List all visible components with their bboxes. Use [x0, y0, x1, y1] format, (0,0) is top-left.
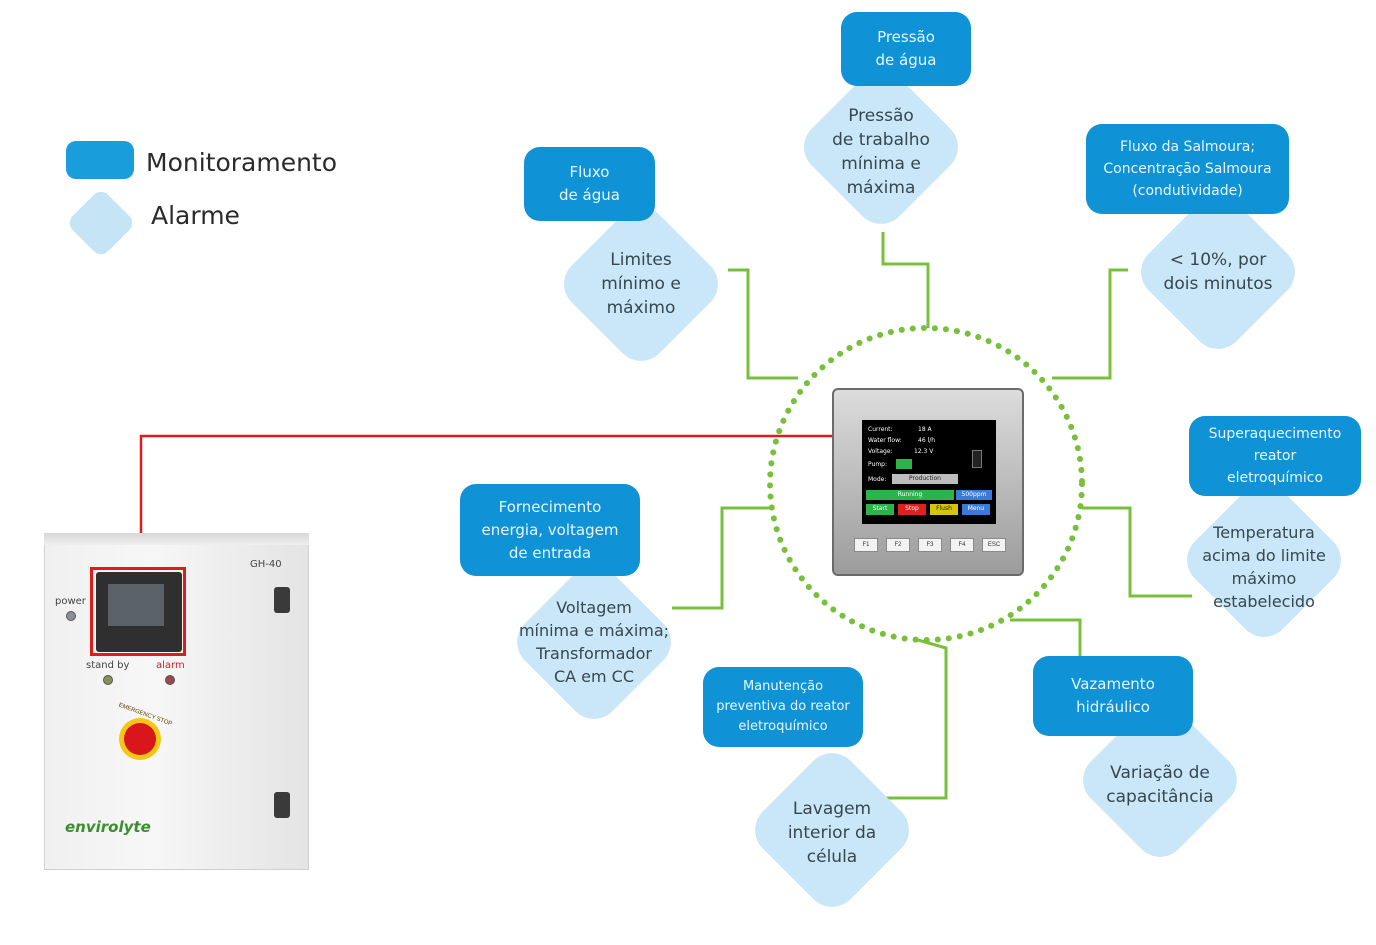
f1-key[interactable]: F1	[854, 538, 878, 552]
alarm-led-icon	[165, 675, 175, 685]
monitor-box-water-flow: Fluxo de água	[524, 147, 655, 221]
screen-row-label: Water flow:	[868, 437, 902, 444]
f2-key[interactable]: F2	[886, 538, 910, 552]
alarm-diamond-water-flow: Limites mínimo e máximo	[551, 194, 731, 374]
screen-row-label: Voltage:	[868, 448, 893, 455]
connector-leak	[1010, 618, 1082, 660]
connector-power	[672, 506, 772, 610]
alarm-diamond-pressure: Pressão de trabalho mínima e máxima	[792, 58, 970, 236]
alarm-text-brine: < 10%, por dois minutos	[1163, 250, 1273, 294]
alarm-diamond-power: Voltagem mínima e máxima; Transformador …	[504, 552, 684, 732]
dotted-ring	[767, 325, 1085, 643]
door-lock-icon	[274, 792, 290, 818]
status-bar: Running	[866, 490, 954, 500]
door-lock-icon	[274, 587, 290, 613]
alarm-diamond-brine: < 10%, por dois minutos	[1128, 182, 1308, 362]
legend-monitoring-swatch	[66, 141, 134, 179]
alarm-text-maintenance: Lavagem interior da célula	[787, 799, 877, 867]
monitor-box-leak: Vazamento hidráulico	[1033, 656, 1193, 736]
connector-water-flow	[728, 268, 798, 380]
stand-by-label: stand by	[86, 660, 130, 671]
cabinet-model-label: GH-40	[250, 559, 282, 570]
pump-indicator	[896, 459, 912, 469]
screen-row-value: 12.3 V	[914, 448, 934, 455]
flush-softkey[interactable]: Flush	[930, 504, 958, 515]
monitor-box-maintenance: Manutenção preventiva do reator eletroqu…	[703, 667, 863, 747]
f4-key[interactable]: F4	[950, 538, 974, 552]
alarm-text-pressure: Pressão de trabalho mínima e máxima	[832, 106, 930, 198]
power-label: power	[55, 596, 86, 607]
level-gauge	[972, 450, 982, 468]
esc-key[interactable]: ESC	[982, 538, 1006, 552]
screen-row-label: Current:	[868, 426, 893, 433]
screen-row-label: Mode:	[868, 476, 887, 483]
stand-by-led-icon	[103, 675, 113, 685]
ppm-bar: 500ppm	[956, 490, 992, 500]
connector-overheat	[1082, 506, 1192, 598]
alarm-diamond-overheat: Temperatura acima do limite máximo estab…	[1174, 470, 1354, 650]
cabinet-top-edge	[44, 533, 309, 545]
connector-brine	[1052, 268, 1128, 380]
controller-highlight-frame	[90, 567, 186, 656]
stop-softkey[interactable]: Stop	[898, 504, 926, 515]
envirolyte-logo: envirolyte	[65, 818, 151, 836]
monitor-box-power: Fornecimento energia, voltagem de entrad…	[460, 484, 640, 576]
f3-key[interactable]: F3	[918, 538, 942, 552]
function-keys: F1 F2 F3 F4 ESC	[854, 538, 1006, 552]
emergency-stop-button[interactable]	[124, 723, 156, 755]
legend-alarm-label: Alarme	[151, 201, 240, 230]
alarm-text-water-flow: Limites mínimo e máximo	[601, 250, 681, 318]
alarm-label: alarm	[156, 660, 185, 671]
alarm-text-power: Voltagem mínima e máxima; Transformador …	[518, 598, 670, 686]
alarm-diamond-maintenance: Lavagem interior da célula	[742, 740, 922, 920]
screen-row-value: 46 l/h	[918, 437, 936, 444]
power-led-icon	[66, 611, 76, 621]
controller-screen: Current: 18 A Water flow: 46 l/h Voltage…	[862, 420, 996, 524]
connector-pressure	[881, 232, 930, 328]
red-link-line	[139, 434, 832, 567]
cabinet-controller-screen	[108, 584, 164, 626]
menu-softkey[interactable]: Menu	[962, 504, 990, 515]
monitor-box-overheat: Superaquecimento reator eletroquímico	[1189, 416, 1361, 496]
screen-row-label: Pump:	[868, 461, 887, 468]
monitor-box-brine: Fluxo da Salmoura; Concentração Salmoura…	[1086, 124, 1289, 214]
alarm-text-leak: Variação de capacitância	[1106, 763, 1214, 807]
alarm-text-overheat: Temperatura acima do limite máximo estab…	[1202, 523, 1326, 611]
alarm-diamond-leak: Variação de capacitância	[1070, 690, 1250, 870]
connector-maintenance	[884, 638, 948, 800]
legend-monitoring-label: Monitoramento	[146, 148, 338, 177]
screen-row-value: 18 A	[918, 426, 932, 433]
start-softkey[interactable]: Start	[866, 504, 894, 515]
controller-panel: Current: 18 A Water flow: 46 l/h Voltage…	[832, 388, 1024, 576]
monitor-box-pressure: Pressão de água	[841, 12, 971, 86]
mode-value: Production	[892, 474, 958, 484]
cabinet-controller	[96, 572, 182, 652]
